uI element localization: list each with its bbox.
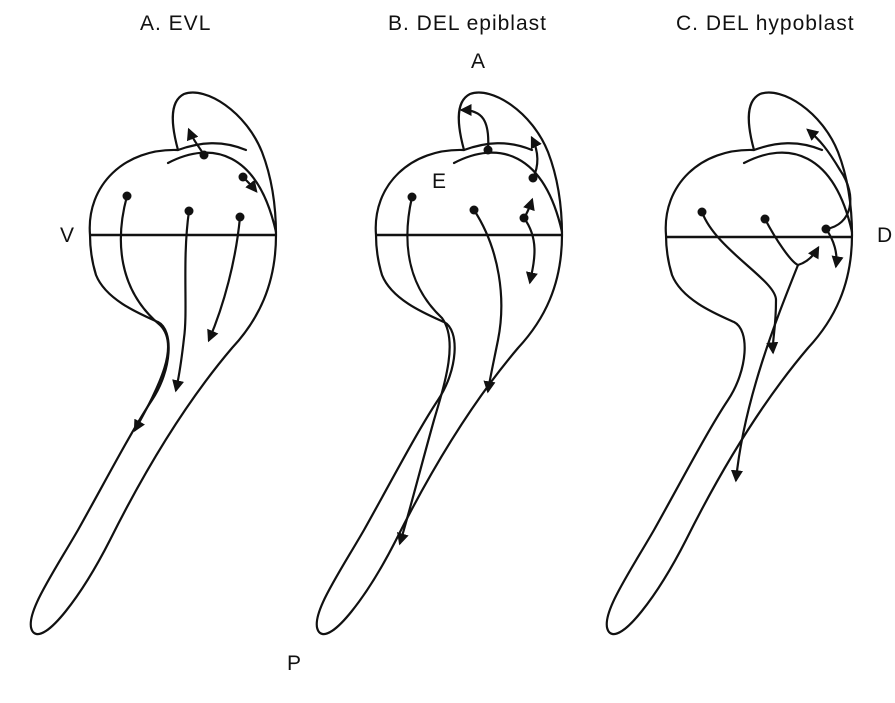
- panel-c-trajectories: [698, 130, 851, 480]
- panel-b-trajectories: [400, 110, 538, 543]
- panel-a-embryo: [31, 93, 276, 635]
- panel-c-embryo: [607, 93, 852, 635]
- panel-b-embryo: [317, 93, 562, 635]
- panel-a-trajectories: [121, 130, 256, 430]
